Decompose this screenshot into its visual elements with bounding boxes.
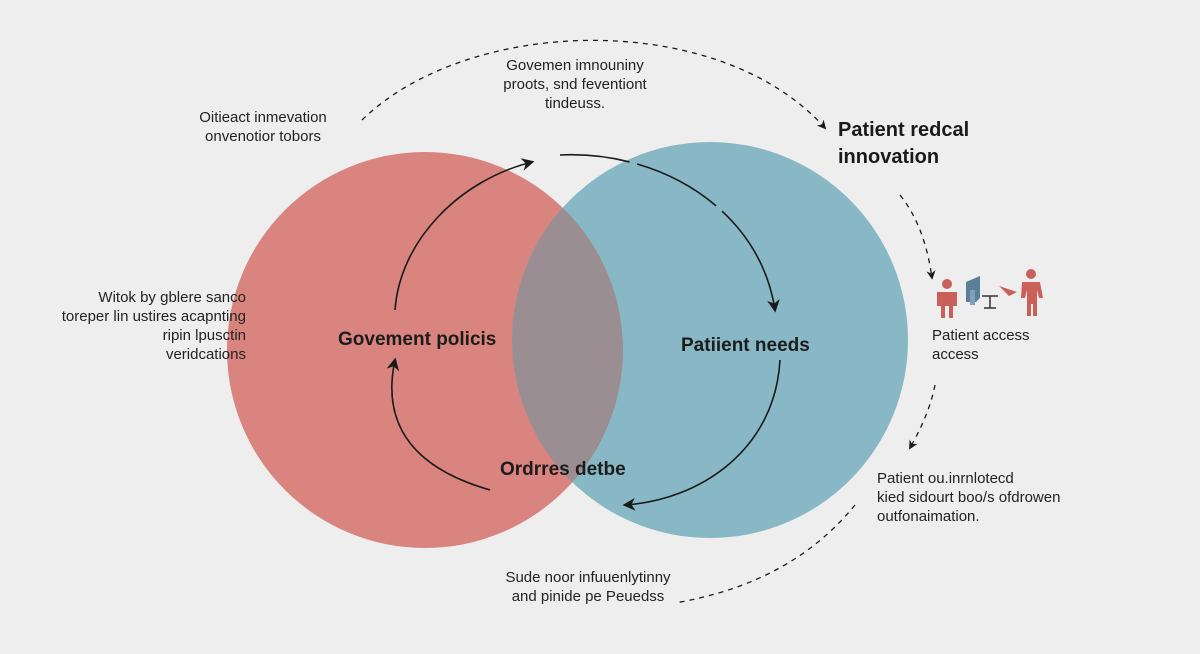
dashed-connector-right-lower [909,384,936,450]
label-patient-needs: Patiient needs [681,335,810,356]
note-bottom-center: Sude noor infuuenlytinny and pinide pe P… [505,569,671,605]
patient-circle [512,142,908,538]
person-icon [1021,269,1043,316]
label-overlap: Ordrres detbe [500,459,626,480]
pointer-arrow-icon [982,286,1017,309]
note-top-right-title: Patient redcal innovation [838,119,970,168]
note-right-lower: Patient ou.inrnlotecd kied sidourt boo/s… [877,470,1061,525]
person-icon [937,279,957,318]
cycle-arrow-bottom-left [386,357,491,491]
dashed-connector-right-upper [899,194,936,280]
note-patient-access: Patient access access [932,327,1030,363]
note-top-center: Govemen imnouniny proots, snd feventiont… [503,57,647,112]
label-government-policies: Govement policis [338,329,497,350]
cycle-arrow-top-right [559,153,780,313]
device-icon [966,276,980,305]
cycle-arrow-bottom-right [622,359,781,511]
dashed-arc-top [361,39,827,130]
note-top-left: Oitieact inmevation onvenotior tobors [199,109,327,145]
patient-access-icons [937,269,1043,318]
government-circle [227,152,623,548]
note-left-middle: Witok by ɡblere sanco toreper lin ustire… [61,289,246,363]
cycle-arrow-top-left [394,158,535,311]
dashed-connector-bottom [674,504,856,604]
